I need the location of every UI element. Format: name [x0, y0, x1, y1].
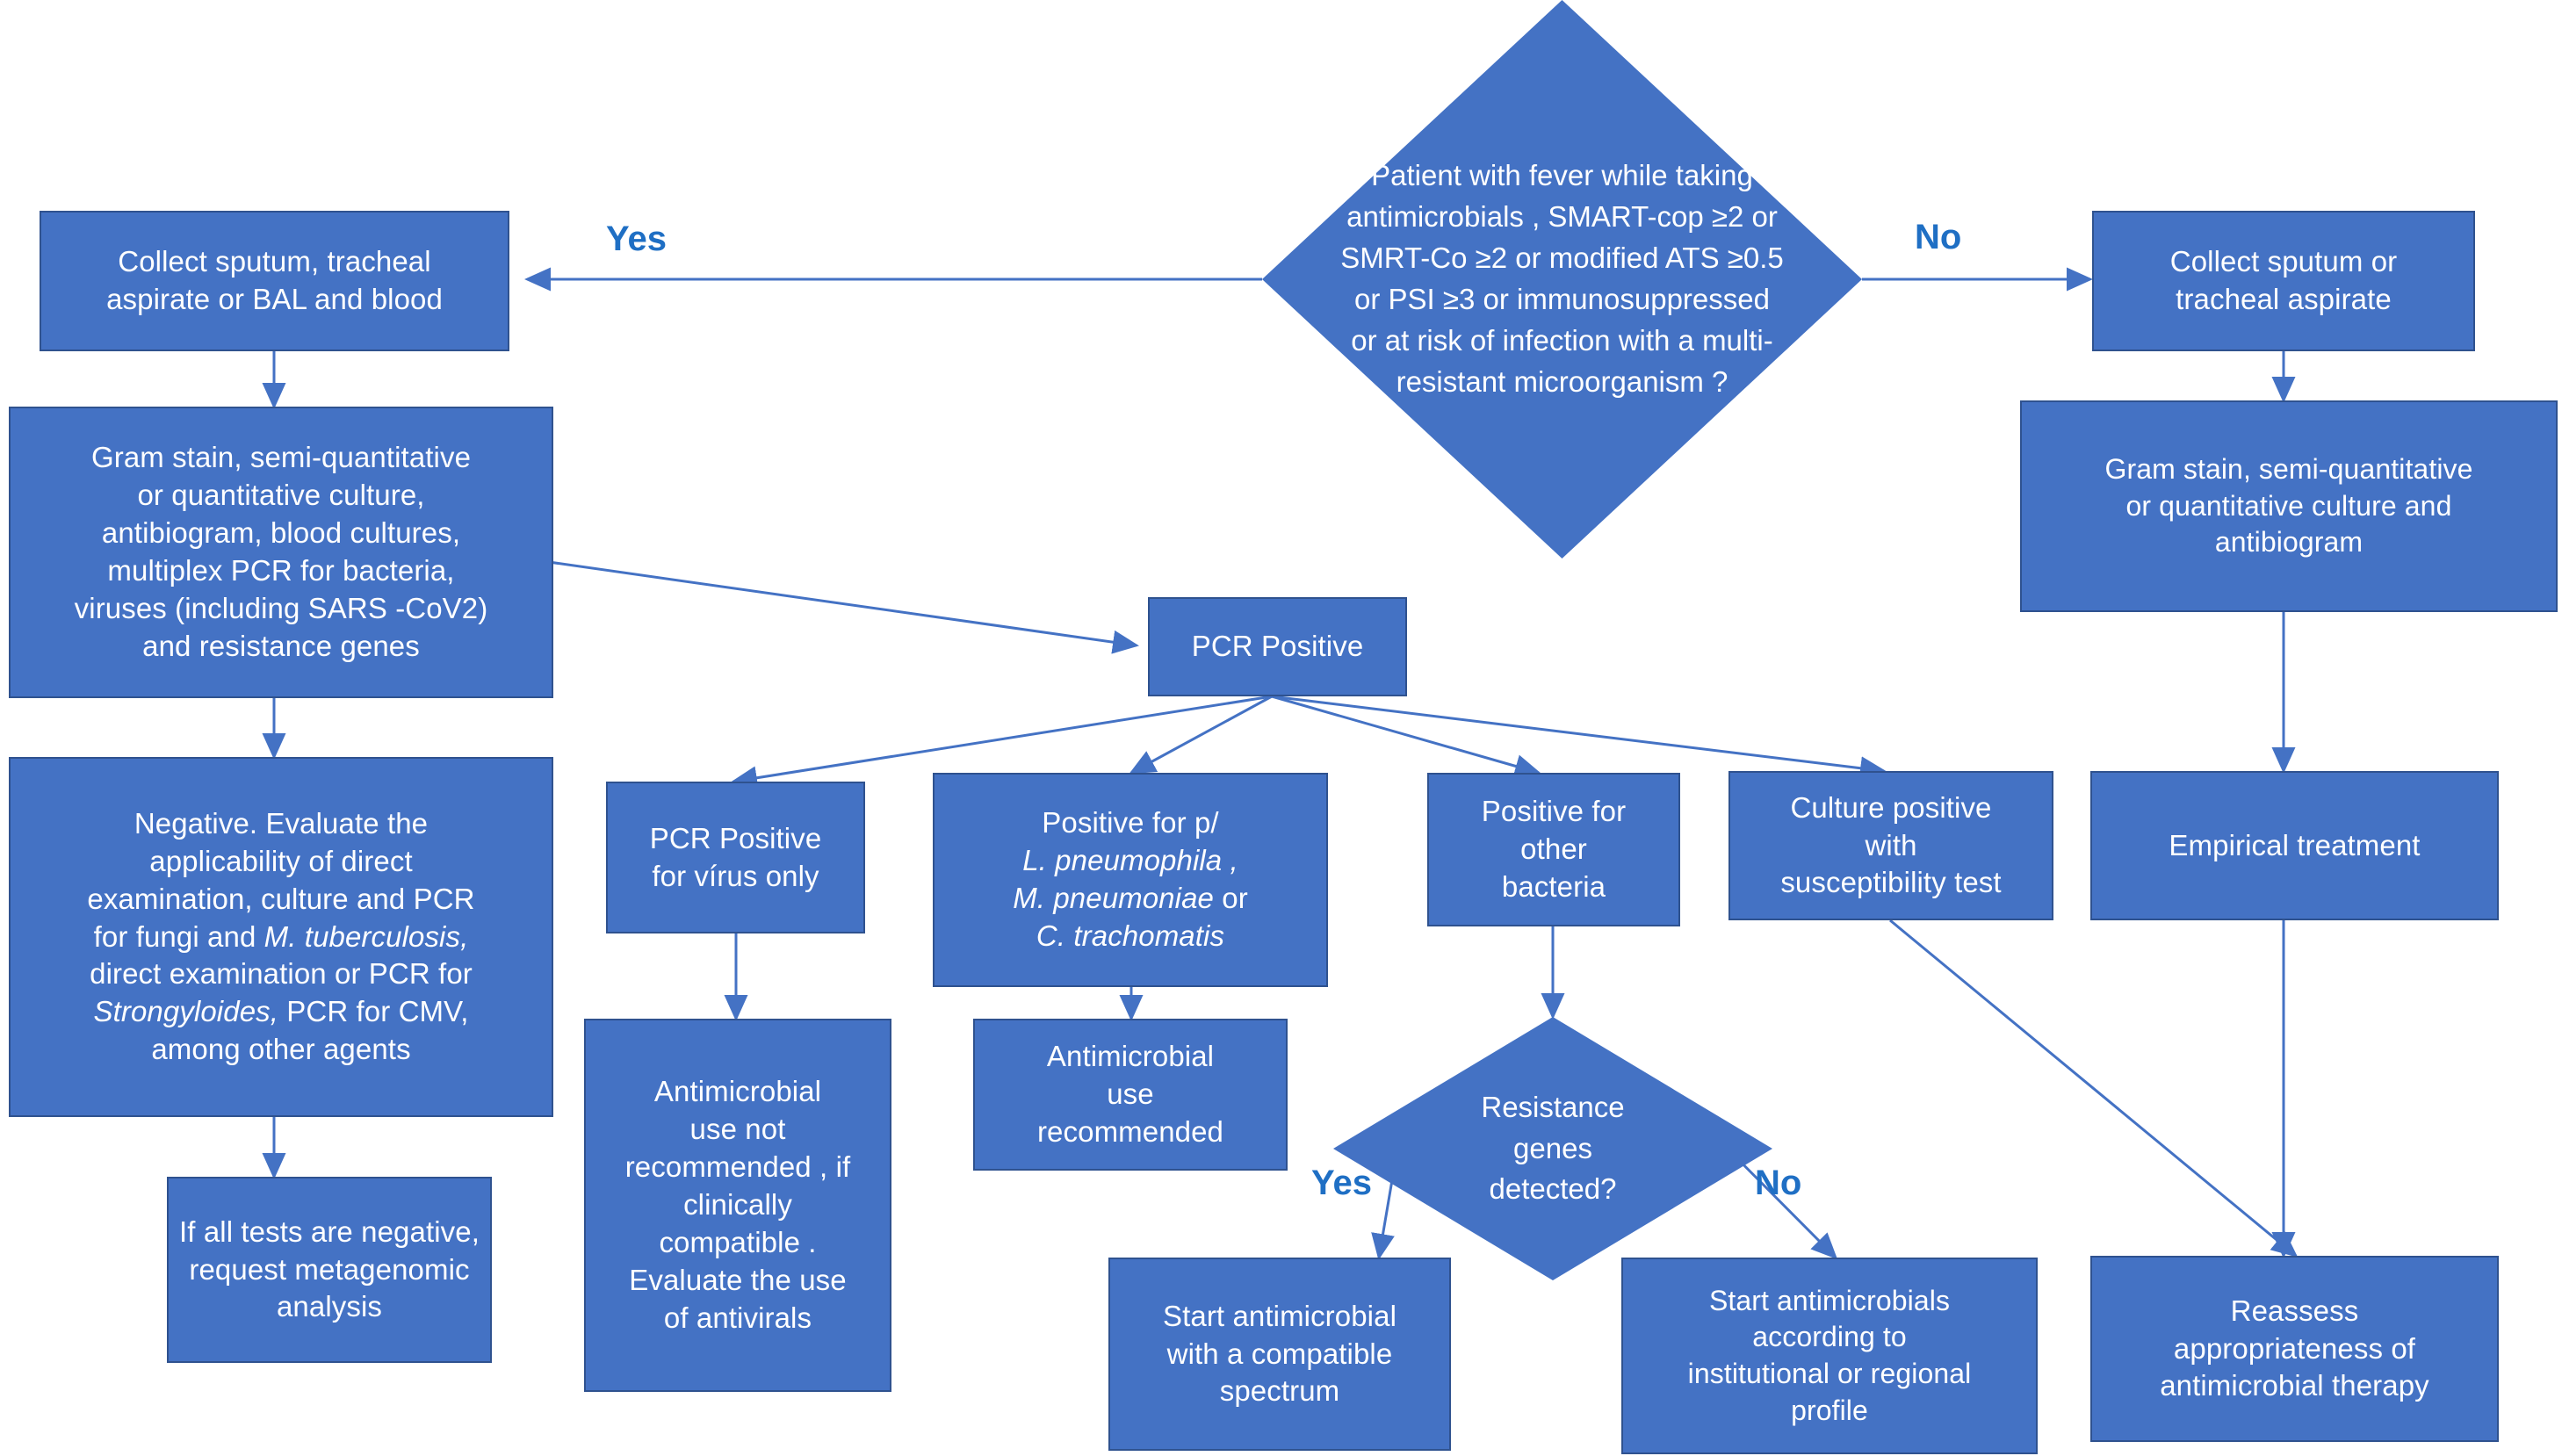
edge-gram-left-to-pcr-positive [548, 560, 1139, 654]
edge-label-yes-top: Yes [606, 220, 667, 258]
node-metagenomic-label: If all tests are negative,request metage… [179, 1215, 480, 1323]
node-positive-atypicals-label: Positive for p/L. pneumophila ,M. pneumo… [1013, 806, 1248, 952]
node-empirical-treatment[interactable]: Empirical treatment [2090, 771, 2499, 920]
node-empirical-treatment-label: Empirical treatment [2169, 828, 2421, 861]
node-metagenomic[interactable]: If all tests are negative,request metage… [167, 1177, 492, 1363]
edge-pcr-to-virus-only [731, 695, 1273, 790]
edge-label-no-resistance: No [1755, 1164, 1802, 1202]
node-pcr-positive-label: PCR Positive [1191, 630, 1364, 663]
edge-label-no-top: No [1915, 218, 1962, 256]
edge-culture-positive-to-reassess [1889, 919, 2299, 1258]
node-pcr-positive[interactable]: PCR Positive [1148, 597, 1407, 696]
edge-pcr-to-culture-positive [1271, 695, 1887, 781]
edge-label-yes-resistance: Yes [1311, 1164, 1372, 1202]
edge-pcr-to-atypicals [1129, 695, 1273, 775]
edge-pcr-to-other-bacteria [1271, 695, 1541, 778]
node-positive-atypicals[interactable]: Positive for p/L. pneumophila ,M. pneumo… [933, 773, 1328, 987]
